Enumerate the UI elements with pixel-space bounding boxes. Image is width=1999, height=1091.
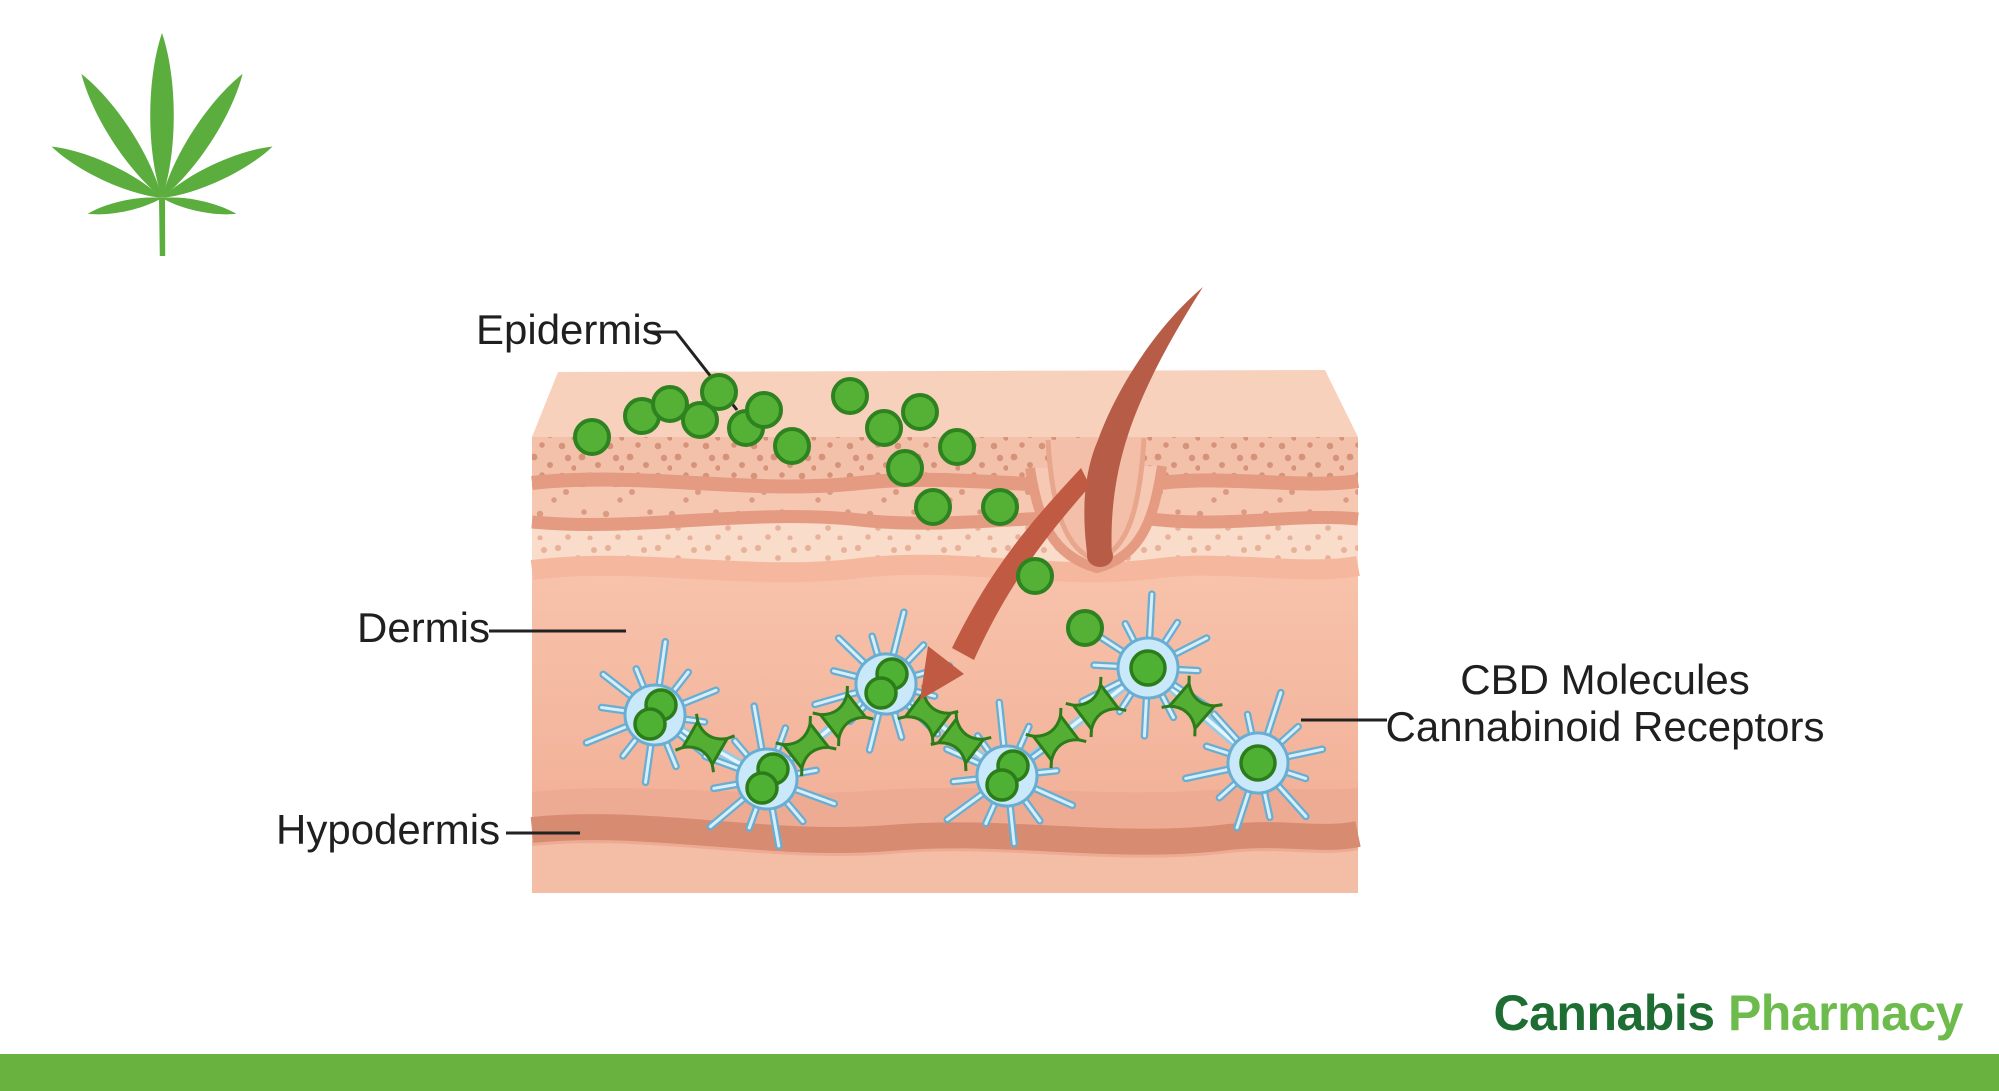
cbd-molecule [914,488,952,526]
hypodermis-label: Hypodermis [276,806,501,853]
cbd-molecule [886,449,924,487]
wavy-stripe-1 [531,472,1360,494]
cannabis-leaf-icon [47,33,277,256]
cbd-molecule [938,428,976,466]
dermis-label: Dermis [357,604,490,651]
hair-icon [1084,287,1203,560]
cbd-molecule [745,391,783,429]
molecule-receptor-label-block: CBD Molecules Cannabinoid Receptors [1380,656,1830,751]
leaf-stem [159,198,166,256]
wavy-stripe-2 [531,510,1359,531]
hypodermis-stripe [530,814,1361,855]
logo [44,26,284,266]
cbd-molecule [901,393,939,431]
cbd-molecule [700,373,738,411]
cbd-molecule [865,409,903,447]
brand-primary: Cannabis [1493,985,1715,1041]
cbd-molecules-label: CBD Molecules [1460,656,1750,703]
cbd-molecule [573,418,611,456]
brand-wordmark: Cannabis Pharmacy [1493,984,1963,1042]
cbd-molecule [773,427,811,465]
cbd-molecule [1016,557,1054,595]
brand-secondary: Pharmacy [1727,985,1964,1041]
cannabinoid-receptors-label: Cannabinoid Receptors [1385,703,1825,751]
hypodermis-layer [532,843,1358,893]
cbd-molecule [1066,609,1104,647]
cbd-molecule [831,377,869,415]
epidermis-label: Epidermis [476,306,663,353]
leaf-petals [47,33,277,256]
footer-bar [0,1054,1999,1091]
cbd-molecule [981,488,1019,526]
hair-follicle [1025,287,1203,574]
